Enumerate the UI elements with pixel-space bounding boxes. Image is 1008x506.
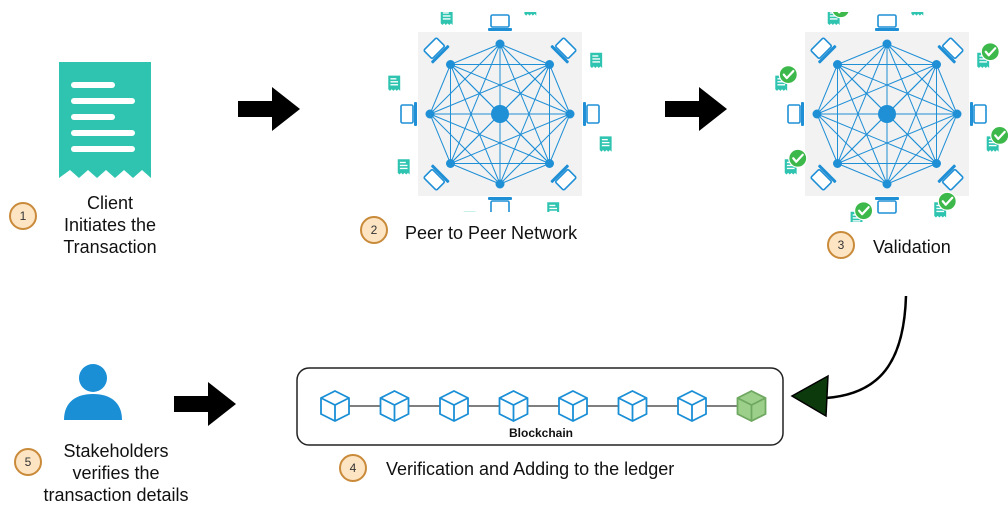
step-2-badge: 2 (360, 216, 388, 244)
step-3-badge: 3 (827, 231, 855, 259)
network-node (813, 110, 822, 119)
check-icon (855, 202, 873, 220)
receipt-icon (398, 159, 410, 174)
arrow-right-icon (172, 380, 238, 428)
cube-icon (619, 391, 647, 421)
check-icon (789, 149, 807, 167)
step-3-label: Validation (873, 236, 993, 258)
laptop-icon (488, 15, 512, 31)
network-node (545, 159, 554, 168)
receipt-icon (600, 136, 612, 151)
step-2-label: Peer to Peer Network (405, 222, 645, 244)
network-node (883, 40, 892, 49)
step-5-line-2: verifies the (26, 462, 206, 484)
peer-network-graphic (382, 12, 622, 212)
validation-network-graphic (765, 12, 1008, 222)
step-1-line-3: Transaction (40, 236, 180, 258)
cube-icon (500, 391, 528, 421)
network-node (953, 110, 962, 119)
network-hub (878, 105, 896, 123)
curved-arrow-icon (790, 292, 920, 422)
blockchain-box: Blockchain (295, 366, 785, 448)
network-node (426, 110, 435, 119)
laptop-icon (401, 102, 417, 126)
receipt-icon (547, 202, 559, 212)
network-node (496, 40, 505, 49)
step-1-badge: 1 (9, 202, 37, 230)
receipt-icon (55, 60, 155, 185)
receipt-icon (524, 12, 536, 16)
laptop-icon (875, 197, 899, 213)
network-node (833, 60, 842, 69)
step-5-line-3: transaction details (26, 484, 206, 506)
receipt-icon (388, 76, 400, 91)
step-4-label: Verification and Adding to the ledger (386, 458, 766, 480)
step-1-line-2: Initiates the (40, 214, 180, 236)
network-node (446, 60, 455, 69)
cube-icon (559, 391, 587, 421)
cube-icon (381, 391, 409, 421)
network-node (566, 110, 575, 119)
cube-icon (678, 391, 706, 421)
blockchain-label: Blockchain (509, 426, 573, 440)
check-icon (981, 43, 999, 61)
network-node (883, 180, 892, 189)
network-node (833, 159, 842, 168)
receipt-icon (590, 53, 602, 68)
laptop-icon (583, 102, 599, 126)
step-4-badge: 4 (339, 454, 367, 482)
network-node (496, 180, 505, 189)
network-node (932, 159, 941, 168)
check-icon (779, 66, 797, 84)
cube-icon (738, 391, 766, 421)
check-icon (991, 126, 1008, 144)
laptop-icon (970, 102, 986, 126)
user-icon (62, 362, 124, 422)
laptop-icon (788, 102, 804, 126)
network-hub (491, 105, 509, 123)
arrow-right-icon (236, 85, 302, 133)
network-node (446, 159, 455, 168)
laptop-icon (875, 15, 899, 31)
step-5-line-1: Stakeholders (26, 440, 206, 462)
cube-icon (440, 391, 468, 421)
step-1-line-1: Client (40, 192, 180, 214)
network-node (932, 60, 941, 69)
arrow-right-icon (663, 85, 729, 133)
check-icon (938, 192, 956, 210)
step-5-label: Stakeholders verifies the transaction de… (26, 440, 206, 506)
step-1-label: Client Initiates the Transaction (40, 192, 180, 258)
cube-icon (321, 391, 349, 421)
receipt-icon (441, 12, 453, 25)
laptop-icon (488, 197, 512, 212)
network-node (545, 60, 554, 69)
receipt-icon (911, 12, 923, 16)
